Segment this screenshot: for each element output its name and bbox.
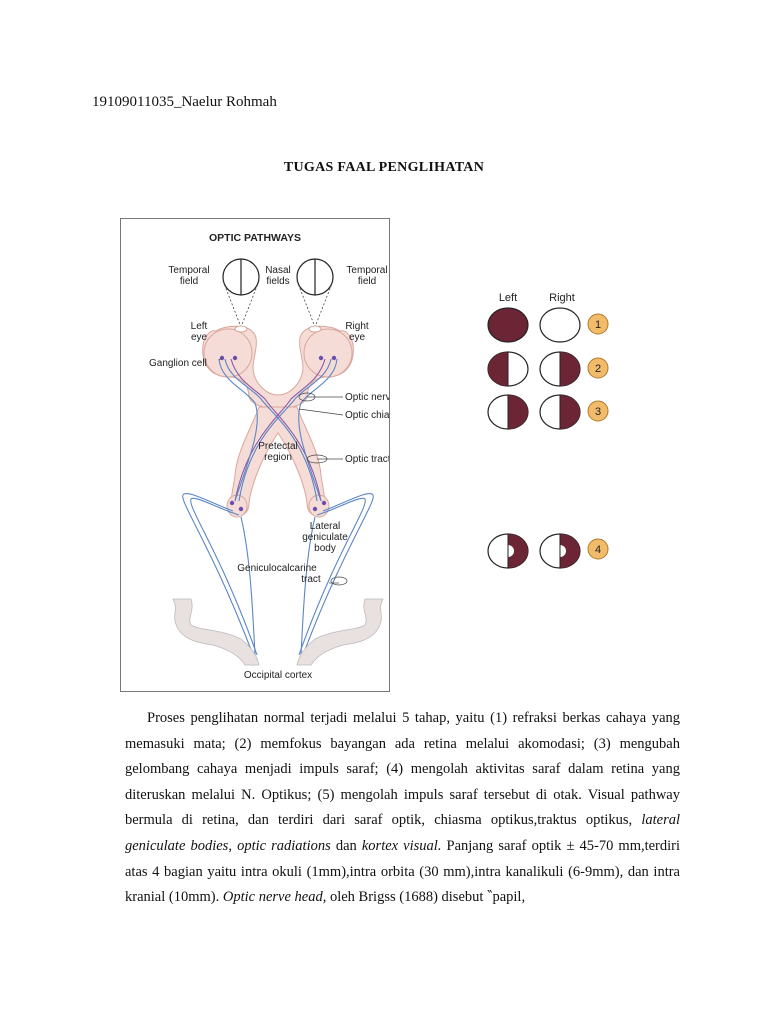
visual-fields bbox=[222, 258, 334, 328]
label-temporal-field-right: Temporal bbox=[346, 265, 387, 276]
label-left-eye: Left bbox=[191, 321, 208, 332]
legend-left-label: Left bbox=[499, 292, 517, 304]
occipital-cortex-shape bbox=[172, 598, 384, 666]
body-text-2: , bbox=[228, 837, 238, 854]
body-text-5: oleh Brigss (1688) disebut ‶papil, bbox=[326, 889, 526, 906]
label-nasal-fields-2: fields bbox=[266, 276, 289, 287]
label-pretectal-2: region bbox=[264, 452, 292, 463]
label-left-eye-2: eye bbox=[191, 332, 208, 343]
label-lgb: Lateral bbox=[310, 521, 341, 532]
defect-row-3: 3 bbox=[487, 394, 609, 430]
label-optic-nerve: Optic nerve bbox=[345, 392, 389, 403]
defect-row-2: 2 bbox=[487, 351, 609, 387]
legend-right-label: Right bbox=[549, 292, 575, 304]
label-temporal-field-left-2: field bbox=[180, 276, 198, 287]
badge-3: 3 bbox=[595, 406, 601, 418]
label-optic-chiasm: Optic chiasm bbox=[345, 410, 389, 421]
badge-4: 4 bbox=[595, 544, 601, 556]
body-italic-2: optic radiations bbox=[237, 837, 331, 854]
body-italic-1: lateral geniculate bodies bbox=[125, 812, 680, 854]
body-text-4: Panjang saraf optik ± 45-70 mm,terdiri a… bbox=[125, 837, 681, 906]
optic-radiations bbox=[182, 493, 374, 656]
body-paragraph: Proses penglihatan normal terjadi melalu… bbox=[125, 706, 680, 911]
right-lgb bbox=[308, 494, 330, 518]
label-gc-tract-2: tract bbox=[301, 574, 321, 585]
label-right-eye-2: eye bbox=[349, 332, 366, 343]
label-temporal-field-left: Temporal bbox=[168, 265, 209, 276]
body-text-1: Proses penglihatan normal terjadi melalu… bbox=[125, 710, 680, 829]
right-eyeball bbox=[303, 328, 353, 378]
label-lgb-2: geniculate bbox=[302, 532, 348, 543]
body-italic-4: Optic nerve head, bbox=[222, 889, 327, 906]
label-nasal-fields: Nasal bbox=[265, 265, 291, 276]
label-occipital-cortex: Occipital cortex bbox=[244, 670, 312, 681]
neural-tissue bbox=[202, 325, 354, 518]
ganglion-cells bbox=[219, 355, 337, 512]
document-title: TUGAS FAAL PENGLIHATAN bbox=[283, 160, 485, 175]
body-italic-3: kortex visual. bbox=[361, 837, 442, 854]
optic-pathways-diagram: .lbl{font-family:"Liberation Sans","Deja… bbox=[149, 232, 389, 681]
defect-row-4: 4 bbox=[487, 533, 609, 569]
label-pretectal: Pretectal bbox=[258, 441, 297, 452]
optic-pathways-figure: .lbl{font-family:"Liberation Sans","Deja… bbox=[120, 218, 390, 692]
body-text-3: dan bbox=[330, 837, 362, 854]
visual-field-defects-legend: Left Right 1 2 3 bbox=[480, 285, 630, 585]
left-lgb bbox=[226, 494, 248, 518]
author-line: 19109011035_Naelur Rohmah bbox=[92, 94, 277, 110]
label-gc-tract: Geniculocalcarine bbox=[237, 563, 317, 574]
left-eyeball bbox=[203, 328, 253, 378]
badge-2: 2 bbox=[595, 363, 601, 375]
label-temporal-field-right-2: field bbox=[358, 276, 376, 287]
label-right-eye: Right bbox=[345, 321, 369, 332]
badge-1: 1 bbox=[595, 319, 601, 331]
label-optic-tract: Optic tract bbox=[345, 454, 389, 465]
defects-diagram: Left Right 1 2 3 bbox=[487, 292, 609, 569]
label-lgb-3: body bbox=[314, 543, 336, 554]
defect-row-1: 1 bbox=[487, 307, 609, 343]
label-ganglion-cell: Ganglion cell bbox=[149, 358, 207, 369]
figure-title: OPTIC PATHWAYS bbox=[209, 232, 301, 244]
